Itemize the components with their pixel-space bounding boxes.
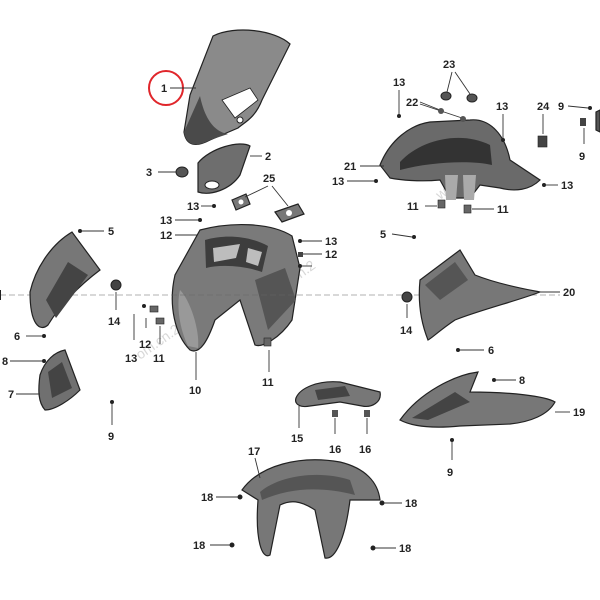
front-fender-part [241, 459, 381, 559]
callout-2: 2 [265, 151, 271, 163]
callout-23: 23 [443, 59, 455, 71]
callout-25: 25 [263, 173, 275, 185]
callout-18: 18 [399, 543, 411, 555]
callout-10: 10 [189, 385, 201, 397]
callout-13: 13 [125, 353, 137, 365]
callout-11: 11 [262, 377, 274, 389]
callout-1: 1 [161, 83, 167, 95]
grommet-part [110, 279, 122, 291]
callout-14: 14 [400, 325, 413, 337]
callout-13: 13 [496, 101, 508, 113]
callout-16: 16 [359, 444, 371, 456]
callout-18: 18 [405, 498, 417, 510]
callout-17: 17 [248, 446, 260, 458]
plate-part [231, 193, 305, 223]
windscreen-part [183, 29, 291, 146]
right-side-panel-part [418, 249, 543, 341]
callout-8: 8 [519, 375, 525, 387]
callout-13: 13 [393, 77, 405, 89]
callout-5: 5 [108, 226, 114, 238]
callout-16: 16 [329, 444, 341, 456]
callout-22: 22 [406, 97, 418, 109]
grommet-part [401, 291, 413, 303]
callout-9: 9 [558, 101, 564, 113]
callout-18: 18 [193, 540, 205, 552]
clip-part [149, 305, 159, 313]
callout-9: 9 [447, 467, 453, 479]
callout-11: 11 [497, 204, 509, 216]
callout-12: 12 [139, 339, 151, 351]
grommet-part [175, 166, 189, 178]
clip-part [155, 317, 165, 325]
callout-13: 13 [561, 180, 573, 192]
callout-20: 20 [563, 287, 575, 299]
bracket-part [197, 143, 251, 194]
callout-11: 11 [407, 201, 419, 213]
callout-11: 11 [153, 353, 165, 365]
callout-18: 18 [201, 492, 213, 504]
callout-19: 19 [573, 407, 585, 419]
callout-12: 12 [160, 230, 172, 242]
callout-6: 6 [488, 345, 494, 357]
callout-9: 9 [108, 431, 114, 443]
callout-12: 12 [325, 249, 337, 261]
clip-part [263, 337, 272, 347]
lower-left-panel-part [38, 349, 81, 411]
front-fairing-part [171, 224, 301, 352]
callout-8: 8 [2, 356, 8, 368]
callout-6: 6 [14, 331, 20, 343]
callout-9: 9 [579, 151, 585, 163]
belly-panel-part [399, 371, 556, 428]
callout-21: 21 [344, 161, 356, 173]
callout-14: 14 [108, 316, 121, 328]
callout-15: 15 [291, 433, 303, 445]
callout-13: 13 [332, 176, 344, 188]
callout-5: 5 [380, 229, 386, 241]
lower-bracket-part [295, 381, 381, 408]
callout-13: 13 [160, 215, 172, 227]
inner-dash-panel-part [379, 119, 541, 200]
left-side-panel-part [29, 231, 101, 329]
callout-13: 13 [325, 236, 337, 248]
callout-7: 7 [8, 389, 14, 401]
callout-24: 24 [537, 101, 550, 113]
callout-3: 3 [146, 167, 152, 179]
bracket-part [537, 135, 548, 148]
callout-13: 13 [187, 201, 199, 213]
